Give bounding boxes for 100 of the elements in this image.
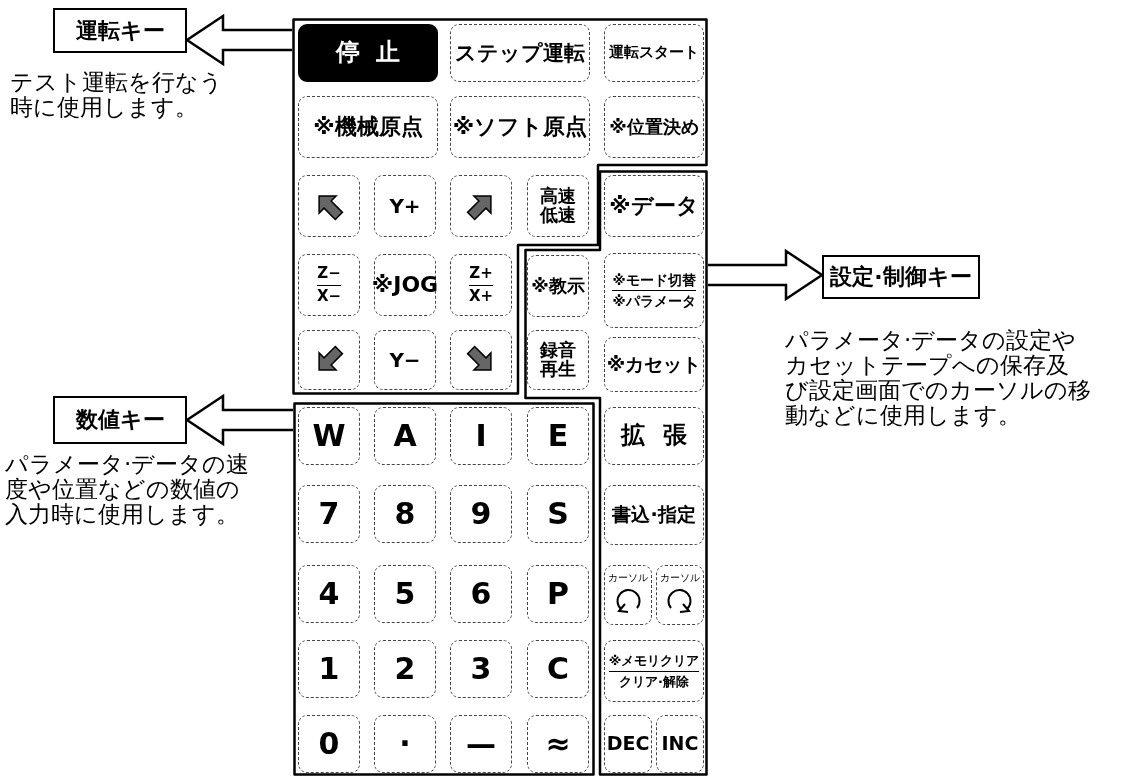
key-label: ※機械原点: [313, 115, 423, 139]
key-label: X−: [316, 288, 342, 305]
key-label: 6: [470, 578, 492, 610]
hollow-arrow: [184, 13, 294, 67]
keypad-key: [298, 407, 360, 465]
key-label: カーソル: [660, 572, 700, 584]
keypad-key: [298, 485, 360, 543]
key-label: ※JOG: [371, 273, 439, 297]
keypad-key: [527, 330, 589, 390]
keypad-key: [298, 330, 360, 390]
hollow-arrow: [184, 393, 295, 447]
hollow-arrow: [706, 248, 825, 302]
key-label: ※位置決め: [609, 117, 699, 137]
key-label: P: [547, 578, 569, 610]
keypad-key: [298, 96, 438, 158]
keypad-key: [527, 485, 589, 543]
keypad-key: [604, 640, 704, 702]
keypad-key: [374, 407, 436, 465]
key-label: ·: [399, 728, 411, 760]
keypad-key: [527, 565, 589, 623]
key-label: INC: [661, 734, 699, 754]
key-label: 4: [318, 578, 340, 610]
key-label: Z+: [469, 265, 493, 286]
keypad-key: [450, 485, 512, 543]
keypad-key: [604, 337, 704, 392]
key-label: 9: [470, 498, 492, 530]
keypad-key: [527, 407, 589, 465]
keypad-key: [604, 175, 704, 237]
key-label: ※データ: [609, 194, 699, 218]
key-label: A: [393, 420, 417, 452]
keypad-key: [656, 565, 704, 625]
key-label: W: [312, 420, 346, 452]
key-label: X+: [468, 288, 494, 305]
keypad-key: [374, 565, 436, 623]
keypad-key: [604, 24, 704, 82]
key-label: 2: [394, 653, 416, 685]
key-label: クリア·解除: [619, 674, 689, 689]
keypad-key: [374, 175, 436, 237]
key-label: Z−: [317, 265, 341, 286]
description-text: パラメータ·データの速度や位置などの数値の入力時に使用します。: [5, 452, 250, 527]
key-label: ※メモリクリア: [608, 653, 700, 672]
key-label: I: [475, 420, 487, 452]
key-label: ※ソフト原点: [452, 115, 588, 139]
keypad-key: [298, 565, 360, 623]
keypad-key: [604, 96, 704, 158]
key-label: ※カセット: [606, 354, 702, 375]
key-label: Y+: [389, 195, 421, 217]
key-group-outline: [292, 18, 708, 395]
keypad-key: [527, 640, 589, 698]
keypad-key: [656, 715, 704, 773]
keypad-key: [527, 255, 589, 317]
key-label: ≈: [545, 728, 571, 760]
keypad-key: [298, 715, 360, 773]
keypad-key: [604, 485, 704, 545]
key-group-outline: [524, 170, 708, 776]
keypad-key: [527, 175, 589, 237]
keypad-key: [527, 715, 589, 773]
keypad-key: [450, 640, 512, 698]
key-label: 高速低速: [539, 187, 577, 225]
keypad-key: [604, 407, 704, 465]
keypad-key: [450, 715, 512, 773]
keypad-key: [450, 407, 512, 465]
section-heading: 設定·制御キー: [822, 255, 980, 299]
keypad-key: [604, 565, 652, 625]
key-label: 運転スタート: [609, 45, 699, 61]
keypad-key: [450, 254, 512, 316]
key-label: カーソル: [608, 572, 648, 584]
key-label: 3: [470, 653, 492, 685]
description-text: テスト運転を行なう時に使用します。: [10, 70, 224, 120]
keypad-key: [450, 175, 512, 237]
key-label: S: [547, 498, 569, 530]
key-label: 7: [318, 498, 340, 530]
keypad-key: [374, 254, 436, 316]
keypad-key: [604, 253, 704, 328]
keypad-key: [450, 96, 590, 158]
key-label: ステップ運転: [455, 41, 585, 64]
key-label: 0: [318, 728, 340, 760]
keypad-key: [374, 715, 436, 773]
keypad-key: [298, 24, 438, 82]
keypad-key: [298, 254, 360, 316]
keypad-key: [450, 565, 512, 623]
keypad-key: [374, 330, 436, 390]
keypad-key: [604, 715, 652, 773]
key-label: DEC: [606, 734, 650, 754]
keypad-key: [374, 640, 436, 698]
key-label: —: [466, 728, 496, 760]
keypad-key: [450, 24, 590, 82]
key-label: 5: [394, 578, 416, 610]
keypad-key: [298, 175, 360, 237]
keypad-key: [298, 640, 360, 698]
key-label: 拡張: [621, 423, 705, 449]
section-heading: 運転キー: [53, 8, 187, 53]
description-text: パラメータ·データの設定やカセットテープへの保存及び設定画面でのカーソルの移動などに使用します。: [785, 328, 1091, 428]
key-label: 録音再生: [539, 341, 577, 379]
key-label: Y−: [389, 349, 421, 371]
key-group-outline: [293, 402, 595, 776]
key-label: ※パラメータ: [612, 294, 696, 309]
key-label: E: [547, 420, 569, 452]
key-label: C: [547, 653, 569, 685]
key-label: ※モード切替: [612, 272, 696, 291]
